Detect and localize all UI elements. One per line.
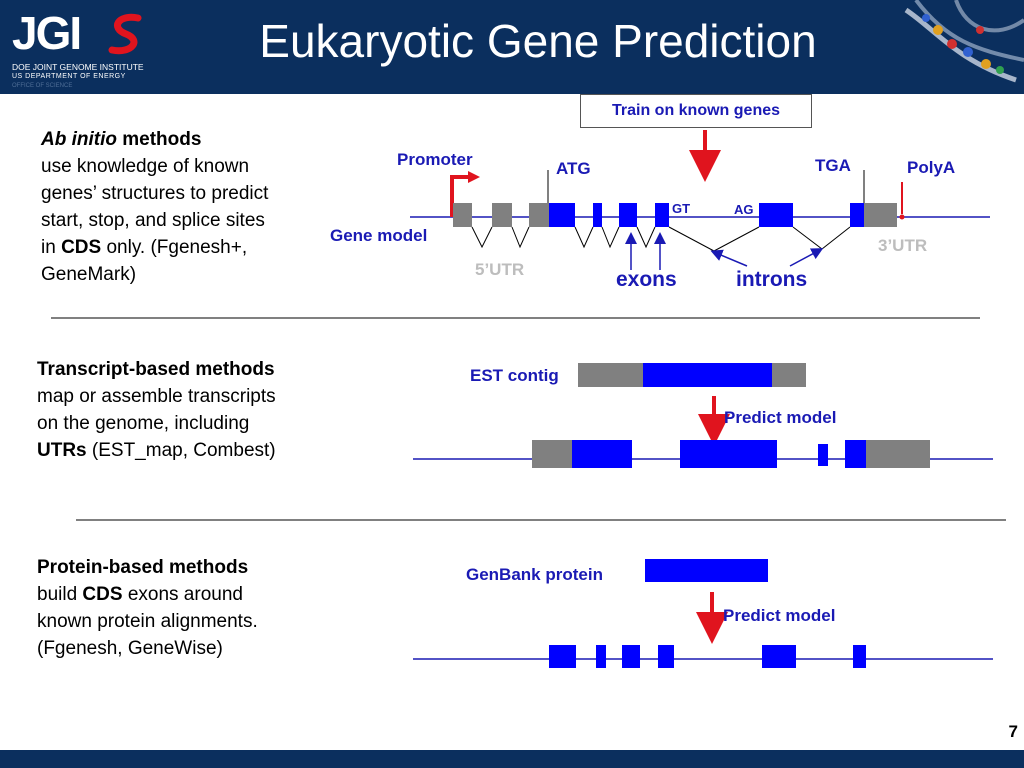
protein-heading: Protein-based methods [37, 557, 249, 578]
gene-model-label: Gene model [330, 226, 428, 245]
utr3-label: 3’UTR [878, 236, 928, 255]
introns-label: introns [736, 268, 808, 291]
transcript-line1: map or assemble transcripts [37, 386, 276, 407]
exon-block [818, 444, 828, 466]
atg-label: ATG [556, 159, 591, 178]
slide-header: JGI DOE JOINT GENOME INSTITUTE US DEPART… [0, 0, 1024, 92]
exon-block [619, 203, 637, 227]
protein-cds: CDS [82, 584, 123, 605]
ag-label: AG [734, 202, 754, 217]
ab-initio-line4-pre: in [41, 237, 62, 258]
transcript-heading: Transcript-based methods [37, 359, 275, 380]
gt-label: GT [672, 201, 691, 216]
protein-line1-pre: build [37, 584, 83, 605]
transcript-line2: on the genome, including [37, 413, 250, 434]
ab-initio-cds: CDS [61, 237, 102, 258]
protein-line3: (Fgenesh, GeneWise) [37, 638, 223, 659]
exon-block [549, 645, 576, 668]
exons-label: exons [616, 268, 677, 291]
utr-block [532, 440, 572, 468]
exon-block [572, 440, 632, 468]
promoter-arrow-icon [450, 175, 470, 217]
exon-block [853, 645, 866, 668]
utr-block [864, 203, 897, 227]
intron-pointer [789, 248, 824, 267]
jgi-logo: JGI DOE JOINT GENOME INSTITUTE US DEPART… [8, 6, 168, 90]
ab-initio-heading-italic: Ab initio [41, 129, 117, 150]
logo-swoosh-icon [108, 13, 142, 55]
protein-line2: known protein alignments. [37, 611, 258, 632]
exon-block [759, 203, 793, 227]
logo-text-institute: DOE JOINT GENOME INSTITUTE [12, 62, 144, 72]
tga-label: TGA [815, 156, 851, 175]
logo-brand: JGI [12, 7, 82, 59]
est-contig-label: EST contig [470, 366, 559, 385]
utr-block [866, 440, 930, 468]
ab-initio-line5: GeneMark) [41, 264, 137, 285]
polya-label: PolyA [907, 158, 956, 177]
polya-dot [899, 214, 905, 220]
est-utr-block [772, 363, 806, 387]
utr5-label: 5’UTR [475, 260, 525, 279]
exon-block [762, 645, 796, 668]
train-known-genes-box: Train on known genes [580, 94, 812, 128]
utr-block [529, 203, 549, 227]
ab-initio-line3: start, stop, and splice sites [41, 210, 265, 231]
predict-model-label: Predict model [723, 606, 836, 625]
transcript-line3-rest: (EST_map, Combest) [86, 440, 276, 461]
promoter-arrow-head [468, 171, 480, 183]
logo-text-office: OFFICE OF SCIENCE [12, 83, 73, 89]
transcript-text: Transcript-based methods map or assemble… [37, 356, 276, 464]
genbank-protein-label: GenBank protein [466, 565, 603, 584]
ab-initio-line1: use knowledge of known [41, 156, 250, 177]
dna-helix-icon [896, 0, 1024, 92]
exon-block [549, 203, 575, 227]
exon-block [593, 203, 602, 227]
utr-block [453, 203, 472, 227]
exon-block [850, 203, 864, 227]
slide-footer [0, 750, 1024, 768]
page-number: 7 [1008, 722, 1018, 741]
transcript-utrs: UTRs [37, 440, 87, 461]
header-divider [0, 92, 1024, 94]
ab-initio-text: Ab initio methods use knowledge of known… [41, 126, 268, 288]
est-cds-block [643, 363, 772, 387]
ab-initio-heading-rest: methods [116, 129, 202, 150]
utr-block [492, 203, 512, 227]
exon-block [658, 645, 674, 668]
exon-block [845, 440, 866, 468]
genbank-protein-block [645, 559, 768, 582]
exon-block [655, 203, 669, 227]
exon-block [680, 440, 777, 468]
ab-initio-line4-post: only. (Fgenesh+, [101, 237, 248, 258]
intron-pointer [710, 249, 748, 267]
ab-initio-line2: genes’ structures to predict [41, 183, 269, 204]
exon-block [622, 645, 640, 668]
promoter-label: Promoter [397, 150, 473, 169]
est-utr-block [578, 363, 643, 387]
predict-model-label: Predict model [724, 408, 837, 427]
intron-connectors [471, 226, 851, 252]
slide-title: Eukaryotic Gene Prediction [259, 15, 817, 67]
exon-block [596, 645, 606, 668]
logo-text-doe: US DEPARTMENT OF ENERGY [12, 73, 126, 80]
protein-text: Protein-based methods build CDS exons ar… [37, 554, 258, 662]
protein-line1-post: exons around [122, 584, 243, 605]
